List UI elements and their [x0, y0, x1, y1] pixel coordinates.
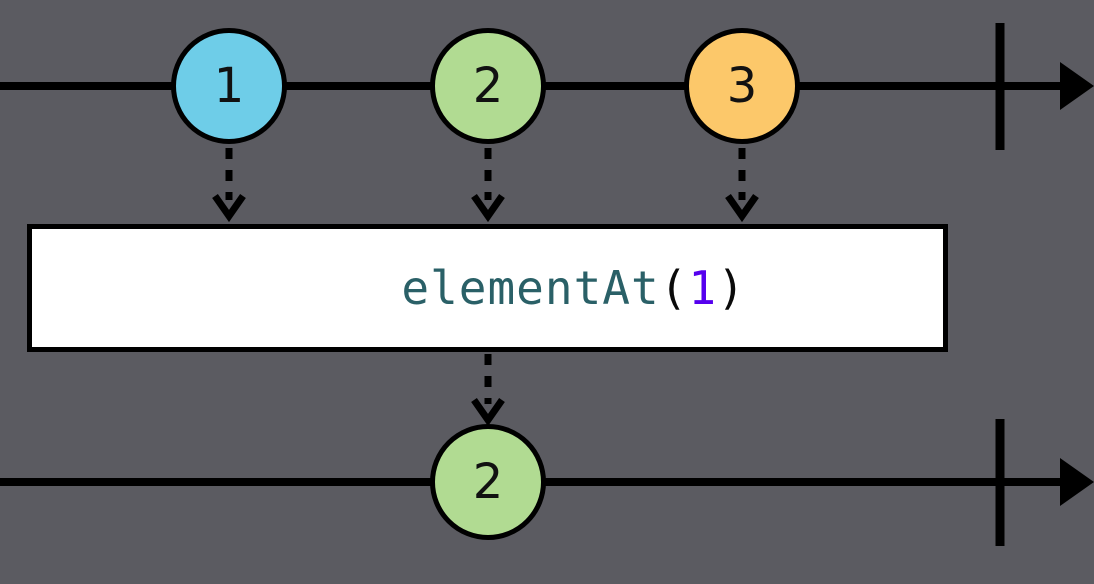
source-marble-2-label: 2	[472, 58, 504, 114]
connector-group-into-box	[225, 148, 746, 200]
source-marble-1-label: 1	[213, 58, 245, 114]
source-marble-1[interactable]: 1	[171, 28, 287, 144]
operator-argument-token: 1	[688, 261, 718, 315]
connector-arrowheads-into-box	[212, 193, 759, 223]
source-marble-3-label: 3	[726, 58, 758, 114]
output-marble-1[interactable]: 2	[430, 424, 546, 540]
output-marble-1-label: 2	[472, 454, 504, 510]
operator-label: elementAt(1)	[229, 219, 746, 357]
source-axis-arrowhead	[1060, 62, 1094, 110]
connector-arrowhead-3	[725, 193, 759, 223]
source-timeline	[0, 23, 1094, 150]
output-axis-arrowhead	[1060, 458, 1094, 506]
source-marble-3[interactable]: 3	[684, 28, 800, 144]
connector-group-out-of-box	[471, 354, 505, 427]
operator-name-token: elementAt	[401, 261, 660, 315]
connector-arrowhead-2	[471, 193, 505, 223]
source-marble-2[interactable]: 2	[430, 28, 546, 144]
operator-open-paren-token: (	[659, 261, 689, 315]
operator-close-paren-token: )	[717, 261, 746, 315]
operator-box[interactable]: elementAt(1)	[27, 224, 948, 352]
connector-arrowhead-output	[471, 397, 505, 427]
output-timeline	[0, 419, 1094, 546]
connector-arrowhead-1	[212, 193, 246, 223]
